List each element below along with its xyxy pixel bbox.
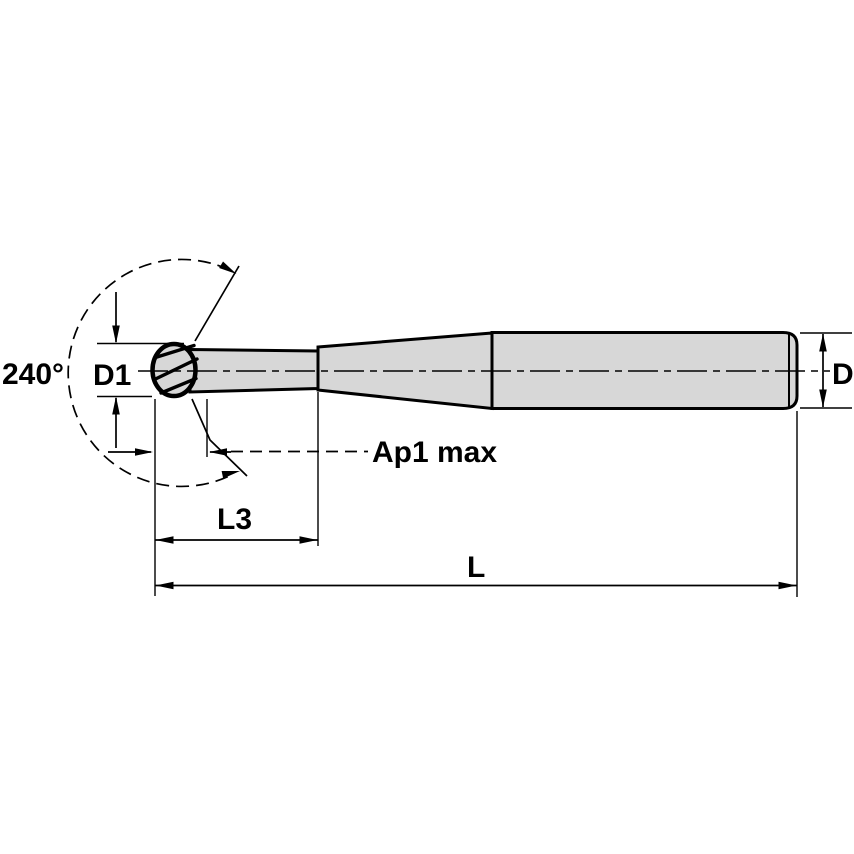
ball-flute-line	[159, 376, 198, 395]
wrap-angle-dimension: 240°	[2, 258, 248, 488]
dimension-arrowhead	[778, 581, 797, 590]
neck-length-label: L3	[217, 503, 252, 536]
neck-length-dimension: L3	[155, 392, 319, 546]
dimension-arrowhead	[135, 448, 153, 456]
cutter-diameter-dimension: D1	[93, 292, 184, 448]
ball-flute-line	[153, 357, 199, 381]
wrap-angle-label: 240°	[2, 358, 64, 391]
dimension-arrowhead	[155, 536, 174, 544]
angle-arrowhead-lower	[221, 467, 241, 479]
ball-flute-line	[155, 343, 196, 359]
angle-leg-lower	[191, 398, 248, 477]
dimension-arrowhead	[819, 333, 827, 352]
dimension-arrowhead	[155, 581, 174, 590]
angle-leg-upper	[194, 265, 240, 342]
max-depth-of-cut-label: Ap1 max	[372, 436, 497, 469]
dimension-arrowhead	[112, 396, 120, 415]
max-depth-of-cut-dimension: Ap1 max	[108, 399, 497, 469]
overall-length-dimension: L	[154, 399, 798, 597]
dimension-arrowhead	[112, 325, 120, 344]
shank-diameter-label: D	[832, 358, 854, 391]
shank-diameter-dimension: D	[800, 332, 854, 409]
dimension-arrowhead	[819, 389, 827, 408]
angle-arrowhead-upper	[219, 261, 239, 278]
cutter-diameter-label: D1	[93, 359, 131, 392]
overall-length-label: L	[467, 551, 485, 584]
dimension-arrowhead	[299, 536, 318, 544]
angle-arc	[67, 258, 230, 488]
